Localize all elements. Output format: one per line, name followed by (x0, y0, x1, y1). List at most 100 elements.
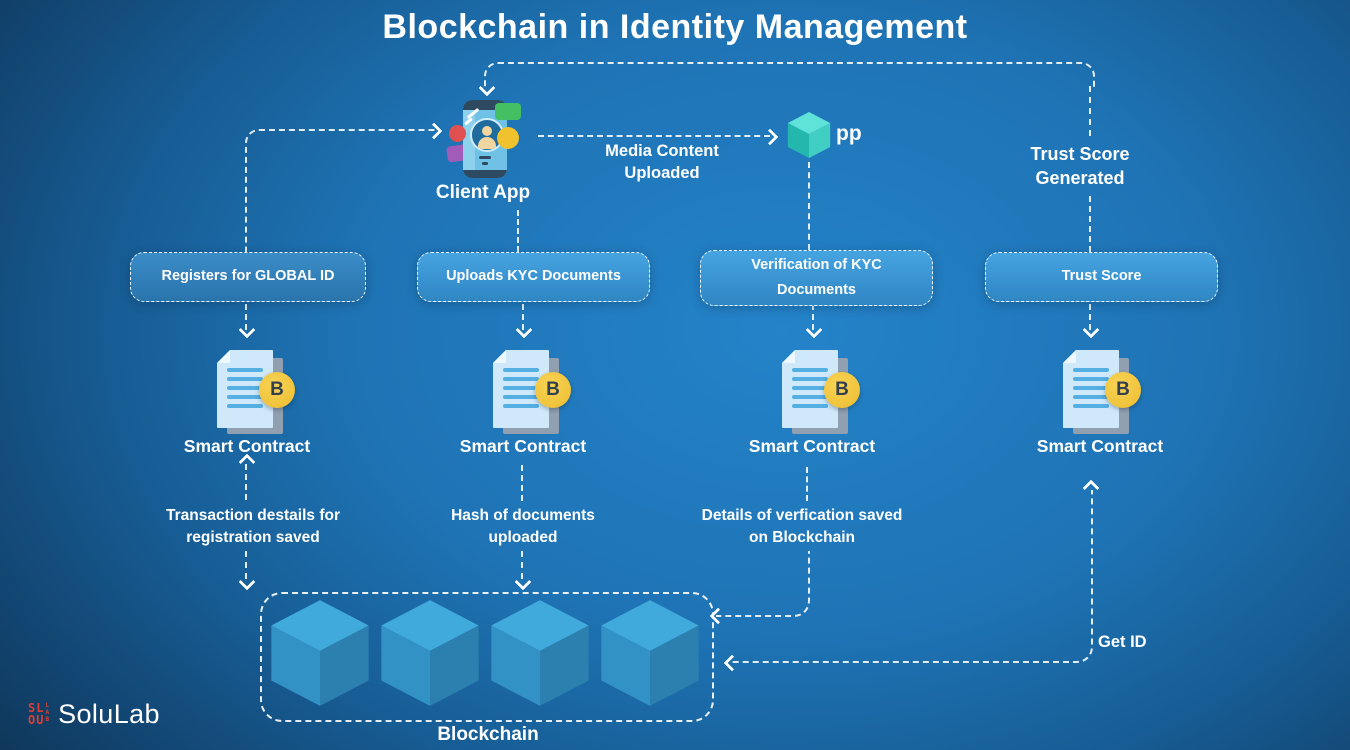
dashed-line-media (538, 135, 770, 137)
dashed-corner (716, 551, 810, 617)
smart-contract-icon-2: B (473, 348, 573, 438)
dashed-segment (806, 467, 808, 501)
note-hash-uploaded: Hash of documents uploaded (451, 507, 595, 547)
document-text-line (1073, 386, 1109, 390)
media-upload-label: Media Content Uploaded (605, 142, 719, 183)
get-id-label: Get ID (1098, 633, 1147, 651)
document-text-line (503, 368, 539, 372)
blockchain-label: Blockchain (437, 724, 539, 745)
trust-generated-label: Trust Score Generated (1030, 144, 1130, 189)
blockchain-cube-icon (601, 600, 699, 706)
smart-contract-label-3: Smart Contract (748, 436, 876, 456)
document-text-line (227, 395, 263, 399)
document-text-line (1073, 404, 1109, 408)
document-text-line (1073, 377, 1109, 381)
blockchain-cube-icon (491, 600, 589, 706)
yellow-shape (497, 127, 519, 149)
dashed-segment (245, 464, 247, 500)
bitcoin-coin-icon: B (1105, 372, 1141, 408)
document-text-line (792, 404, 828, 408)
document-text-line (227, 368, 263, 372)
dashed-line-trust-upper (1089, 86, 1091, 136)
document-text-line (792, 368, 828, 372)
client-app-icon (446, 94, 522, 180)
app-cube-label: pp (836, 122, 862, 145)
arrowhead-down (1082, 321, 1100, 339)
dashed-segment (522, 304, 524, 330)
smart-contract-label-1: Smart Contract (183, 436, 311, 456)
dashed-segment (812, 304, 814, 330)
document-fold (782, 350, 795, 363)
dashed-line-app-to-kyc (517, 210, 519, 252)
phone-bezel (463, 170, 507, 178)
bitcoin-coin-icon: B (824, 372, 860, 408)
app-cube-icon (787, 112, 831, 158)
document-text-line (792, 377, 828, 381)
arrowhead-down (238, 321, 256, 339)
avatar-body (478, 137, 496, 149)
blockchain-cube-icon (381, 600, 479, 706)
smart-contract-icon-4: B (1043, 348, 1143, 438)
document-fold (1063, 350, 1076, 363)
logo-mark-letters: SL OU (28, 701, 45, 727)
document-text-line (1073, 395, 1109, 399)
dashed-corner (730, 490, 1093, 663)
dashed-segment (245, 551, 247, 579)
logo-mark-row: SL (28, 701, 45, 716)
process-box-register: Registers for GLOBAL ID (130, 252, 366, 302)
arrowhead-down (238, 573, 256, 591)
blockchain-container (260, 592, 714, 722)
note-registration-saved: Transaction destails for registration sa… (166, 507, 340, 547)
smart-contract-icon-1: B (197, 348, 297, 438)
document-text-line (503, 404, 539, 408)
menu-dash (479, 156, 491, 159)
dashed-segment (521, 551, 523, 579)
document-text-line (503, 395, 539, 399)
dashed-line-trust-lower (1089, 196, 1091, 252)
document-fold (217, 350, 230, 363)
dashed-corner-register (245, 129, 437, 256)
document-fold (493, 350, 506, 363)
logo-mark-row: OU (28, 712, 45, 727)
green-shape (495, 103, 521, 120)
document-text-line (227, 386, 263, 390)
smart-contract-label-4: Smart Contract (1036, 436, 1164, 456)
arrowhead-down (805, 321, 823, 339)
dashed-segment (521, 465, 523, 501)
process-box-label: Verification of KYC Documents (751, 256, 882, 298)
phone-notch (463, 100, 507, 110)
red-shape (449, 125, 466, 142)
arrowhead-down (515, 321, 533, 339)
smart-contract-label-2: Smart Contract (459, 436, 587, 456)
process-box-label: Uploads KYC Documents (446, 268, 621, 285)
document-text-line (227, 404, 263, 408)
document-text-line (227, 377, 263, 381)
avatar-head (482, 126, 492, 136)
dashed-segment (245, 304, 247, 330)
document-text-line (503, 377, 539, 381)
process-box-verification: Verification of KYC Documents (700, 250, 933, 306)
note-verification-saved: Details of verfication saved on Blockcha… (701, 507, 903, 547)
process-box-label: Trust Score (1061, 268, 1142, 285)
blockchain-cube-icon (271, 600, 369, 706)
document-text-line (1073, 368, 1109, 372)
dashed-line-cube-to-verification (808, 162, 810, 250)
process-box-trust-score: Trust Score (985, 252, 1218, 302)
phone-icon (463, 100, 507, 178)
brand-name: SoluLab (58, 699, 160, 729)
process-box-upload-kyc: Uploads KYC Documents (417, 252, 650, 302)
document-text-line (792, 395, 828, 399)
bitcoin-coin-icon: B (535, 372, 571, 408)
dashed-loop-line (484, 62, 1095, 88)
document-text-line (792, 386, 828, 390)
user-avatar-icon (470, 118, 504, 152)
menu-dash (482, 162, 488, 165)
page-title: Blockchain in Identity Management (382, 8, 968, 46)
arrowhead-down (514, 573, 532, 591)
document-text-line (503, 386, 539, 390)
